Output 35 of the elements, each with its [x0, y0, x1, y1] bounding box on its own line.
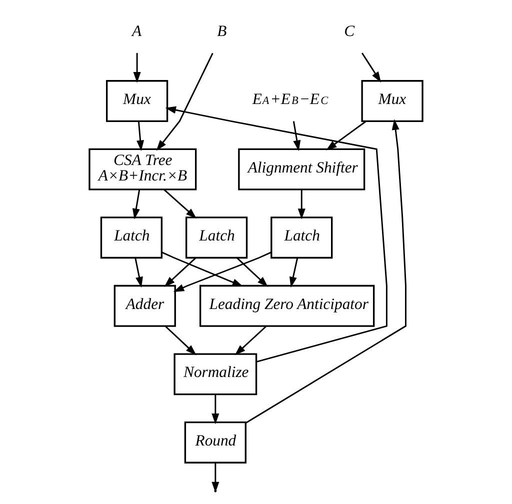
node-text: C: [344, 22, 355, 40]
arrow: [326, 120, 366, 150]
arrow: [136, 121, 144, 152]
node-text: B: [217, 22, 227, 40]
node-box: Round: [184, 421, 246, 464]
node-box: Adder: [114, 284, 176, 327]
arrow: [134, 258, 143, 288]
arrow: [164, 189, 197, 219]
node-box: Leading Zero Anticipator: [199, 284, 375, 327]
arrow: [236, 257, 268, 287]
node-box: Latch: [100, 216, 163, 259]
arrow: [361, 52, 382, 82]
node-box: Mux: [106, 80, 168, 122]
node-box: Latch: [185, 216, 248, 259]
node-box: Normalize: [174, 353, 258, 396]
arrow: [292, 121, 301, 152]
arrow: [156, 52, 214, 151]
arrow: [164, 326, 196, 356]
node-box: Latch: [270, 216, 333, 259]
arrow: [164, 257, 196, 287]
arrow: [165, 106, 388, 362]
arrow: [246, 119, 406, 424]
arrow: [212, 394, 220, 424]
node-box: Alignment Shifter: [238, 148, 366, 190]
arrow: [132, 189, 140, 220]
arrow: [173, 252, 272, 292]
arrow: [133, 52, 141, 83]
arrow: [234, 326, 267, 356]
node-text: A: [132, 22, 142, 40]
node-box: CSA Tree A×B+Incr.×B: [88, 148, 197, 190]
arrow: [289, 258, 298, 288]
node-box: Mux: [361, 80, 424, 122]
node-text: EA+EB−EC: [252, 91, 328, 108]
arrow: [298, 190, 306, 220]
arrow: [162, 252, 244, 286]
